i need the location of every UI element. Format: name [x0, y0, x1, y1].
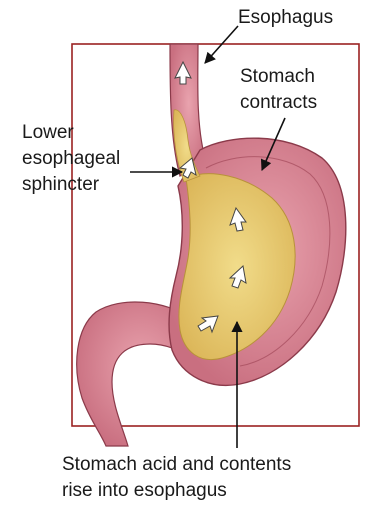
sphincter-line-2: esophageal	[22, 148, 120, 169]
sphincter-label: Lower esophageal sphincter	[22, 122, 126, 195]
sphincter-line-1: Lower	[22, 122, 74, 143]
stomach-contracts-line-2: contracts	[240, 92, 317, 113]
esophagus-label: Esophagus	[238, 7, 333, 28]
acid-rise-line-2: rise into esophagus	[62, 480, 227, 501]
stomach-contracts-label: Stomach contracts	[240, 66, 320, 113]
acid-rise-line-1: Stomach acid and contents	[62, 454, 291, 475]
sphincter-line-3: sphincter	[22, 174, 100, 195]
stomach-contracts-line-1: Stomach	[240, 66, 315, 87]
acid-rise-label: Stomach acid and contents rise into esop…	[62, 454, 296, 501]
